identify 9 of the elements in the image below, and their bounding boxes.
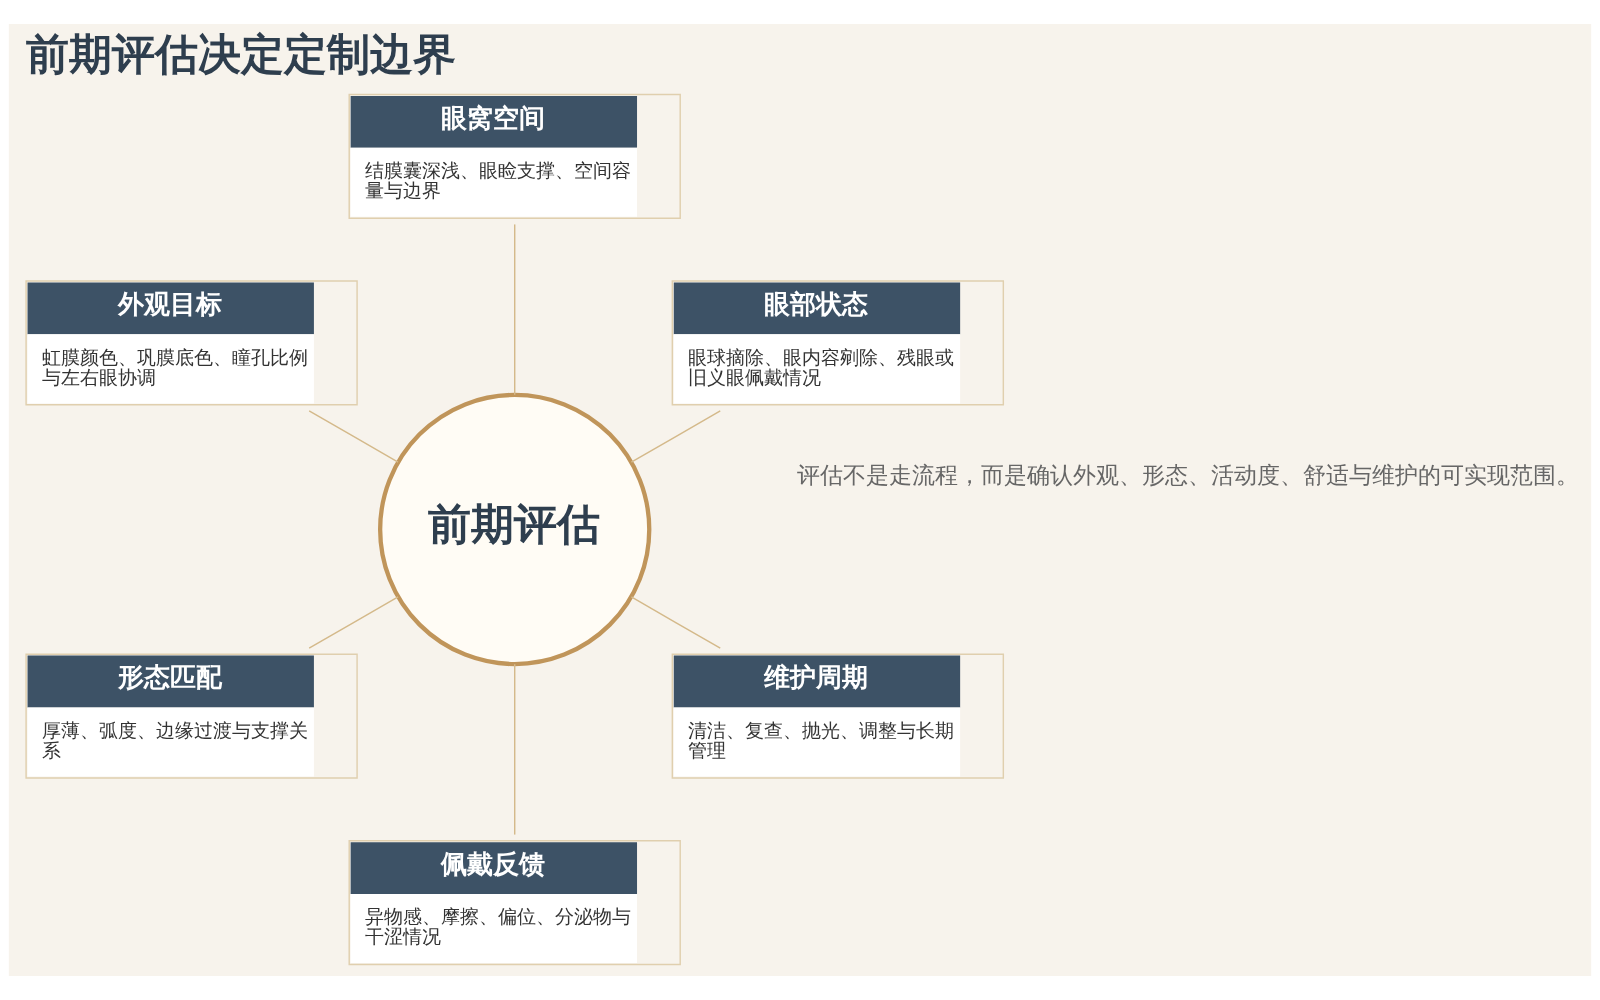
- connector: [514, 223, 516, 396]
- label: 评估不是走流程，而是确认外观、形态、活动度、舒适与维护的可实现范围。: [797, 462, 1580, 489]
- diagram-title: 前期评估决定定制边界: [26, 28, 457, 79]
- connector: [514, 663, 516, 836]
- connector: [308, 410, 399, 463]
- connector: [308, 596, 399, 649]
- connector: [630, 596, 721, 649]
- node-circle: 前期评估: [378, 392, 652, 667]
- connector: [630, 410, 721, 463]
